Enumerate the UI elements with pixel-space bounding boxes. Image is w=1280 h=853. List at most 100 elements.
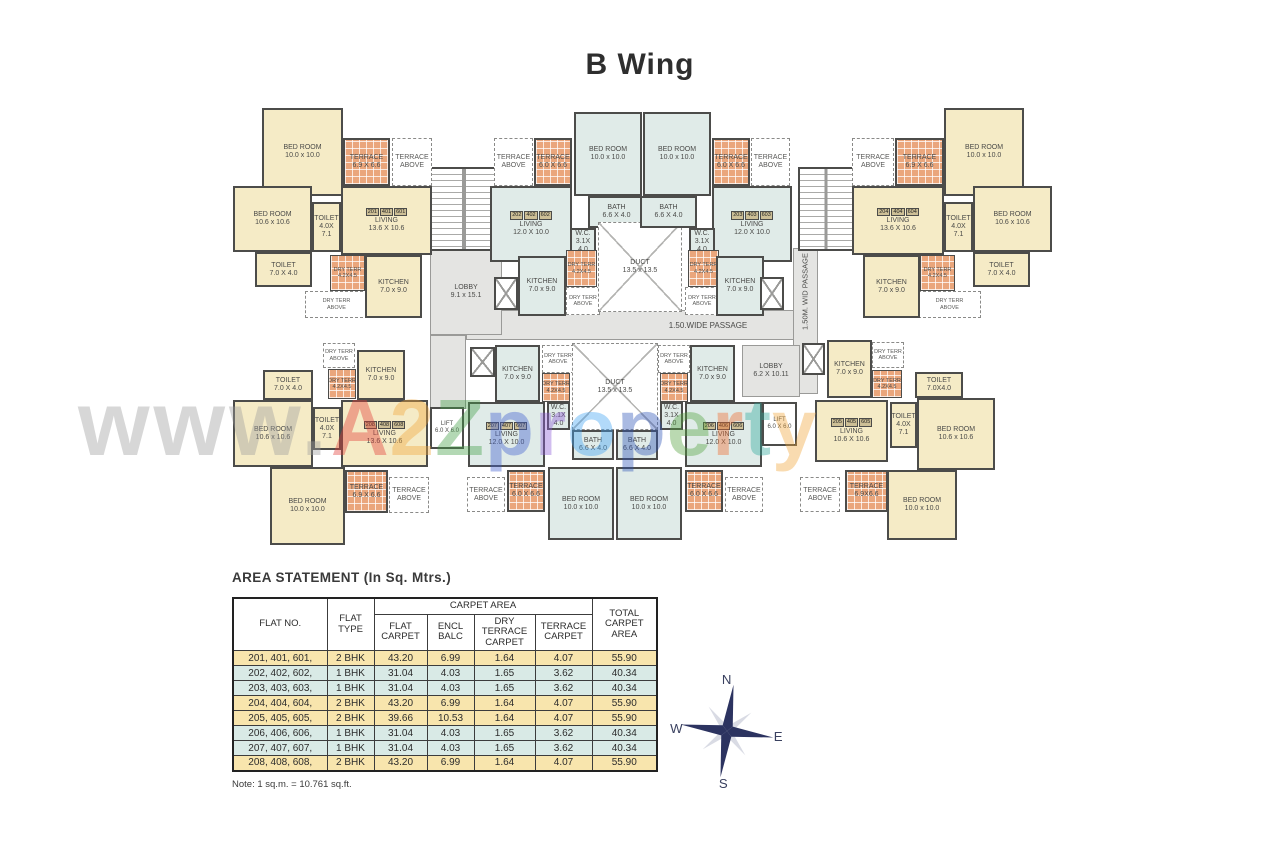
area-statement-table: FLAT NO. FLAT TYPE CARPET AREA TOTAL CAR… (232, 597, 658, 772)
shaft (760, 277, 784, 310)
area-statement-title: AREA STATEMENT (In Sq. Mtrs.) (232, 570, 452, 585)
shaft (494, 277, 518, 310)
col-encl-balc: ENCL BALC (426, 613, 475, 651)
col-flat-no: FLAT NO. (232, 597, 328, 651)
compass-label-west: W (670, 721, 683, 736)
passage-vertical-label: 1.50M. WID PASSAGE (800, 253, 810, 330)
compass-label-east: E (774, 729, 783, 744)
col-carpet-area: CARPET AREA (373, 597, 593, 615)
staircase-right (798, 167, 854, 251)
col-flat-type: FLAT TYPE (326, 597, 375, 651)
compass-label-south: S (719, 776, 728, 791)
shaft (470, 347, 495, 377)
col-flat-carpet: FLAT CARPET (373, 613, 428, 651)
shaft (802, 343, 825, 375)
col-terrace-carpet: TERRACE CARPET (534, 613, 593, 651)
compass-star (680, 684, 774, 778)
area-statement-note: Note: 1 sq.m. = 10.761 sq.ft. (232, 779, 352, 790)
compass-rose: N E S W (670, 672, 783, 791)
page-title: B Wing (585, 48, 695, 81)
corridor (430, 335, 466, 409)
passage-horizontal-label: 1.50.WIDE PASSAGE (668, 321, 748, 330)
